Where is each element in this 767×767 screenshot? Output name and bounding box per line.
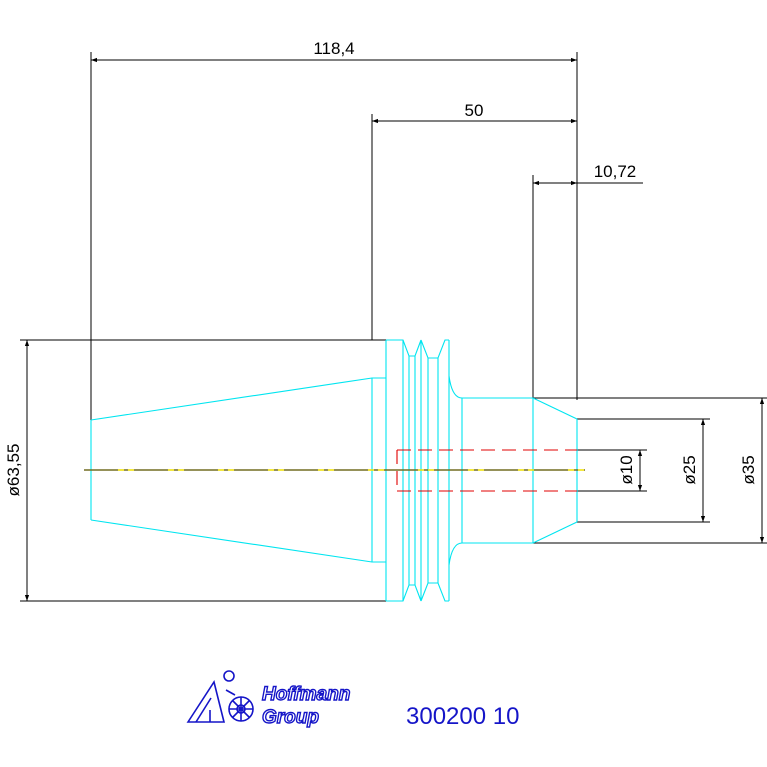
fillet-bottom <box>448 542 463 566</box>
hoffmann-group-logo: Hoffmann Group <box>186 670 351 729</box>
dim-text-overall-length: 118,4 <box>313 39 354 58</box>
dim-text-end-chamfer: 10,72 <box>594 162 637 181</box>
dimension-lines <box>20 52 767 602</box>
taper-upper-edge <box>90 377 386 421</box>
hidden-bore <box>396 449 577 492</box>
chamfer-top <box>532 397 578 420</box>
dim-text-diameter-flange: ø63,55 <box>4 444 23 497</box>
logo-text-group: Group <box>262 707 319 728</box>
logo-text-hoffmann: Hoffmann <box>262 684 350 705</box>
fillet-top <box>448 375 463 399</box>
v-groove-top <box>420 339 449 359</box>
dim-text-diameter-bore: ø10 <box>617 455 636 484</box>
chamfer-bottom <box>532 521 578 544</box>
dim-text-flange-to-end: 50 <box>465 101 484 120</box>
dim-text-diameter-shank: ø35 <box>739 455 758 484</box>
taper-lower-edge <box>90 519 386 563</box>
part-number: 300200 10 <box>406 703 519 730</box>
hoffmann-group-logo-icon <box>186 670 254 723</box>
dim-text-diameter-face: ø25 <box>680 455 699 484</box>
v-groove-bottom <box>420 582 449 602</box>
